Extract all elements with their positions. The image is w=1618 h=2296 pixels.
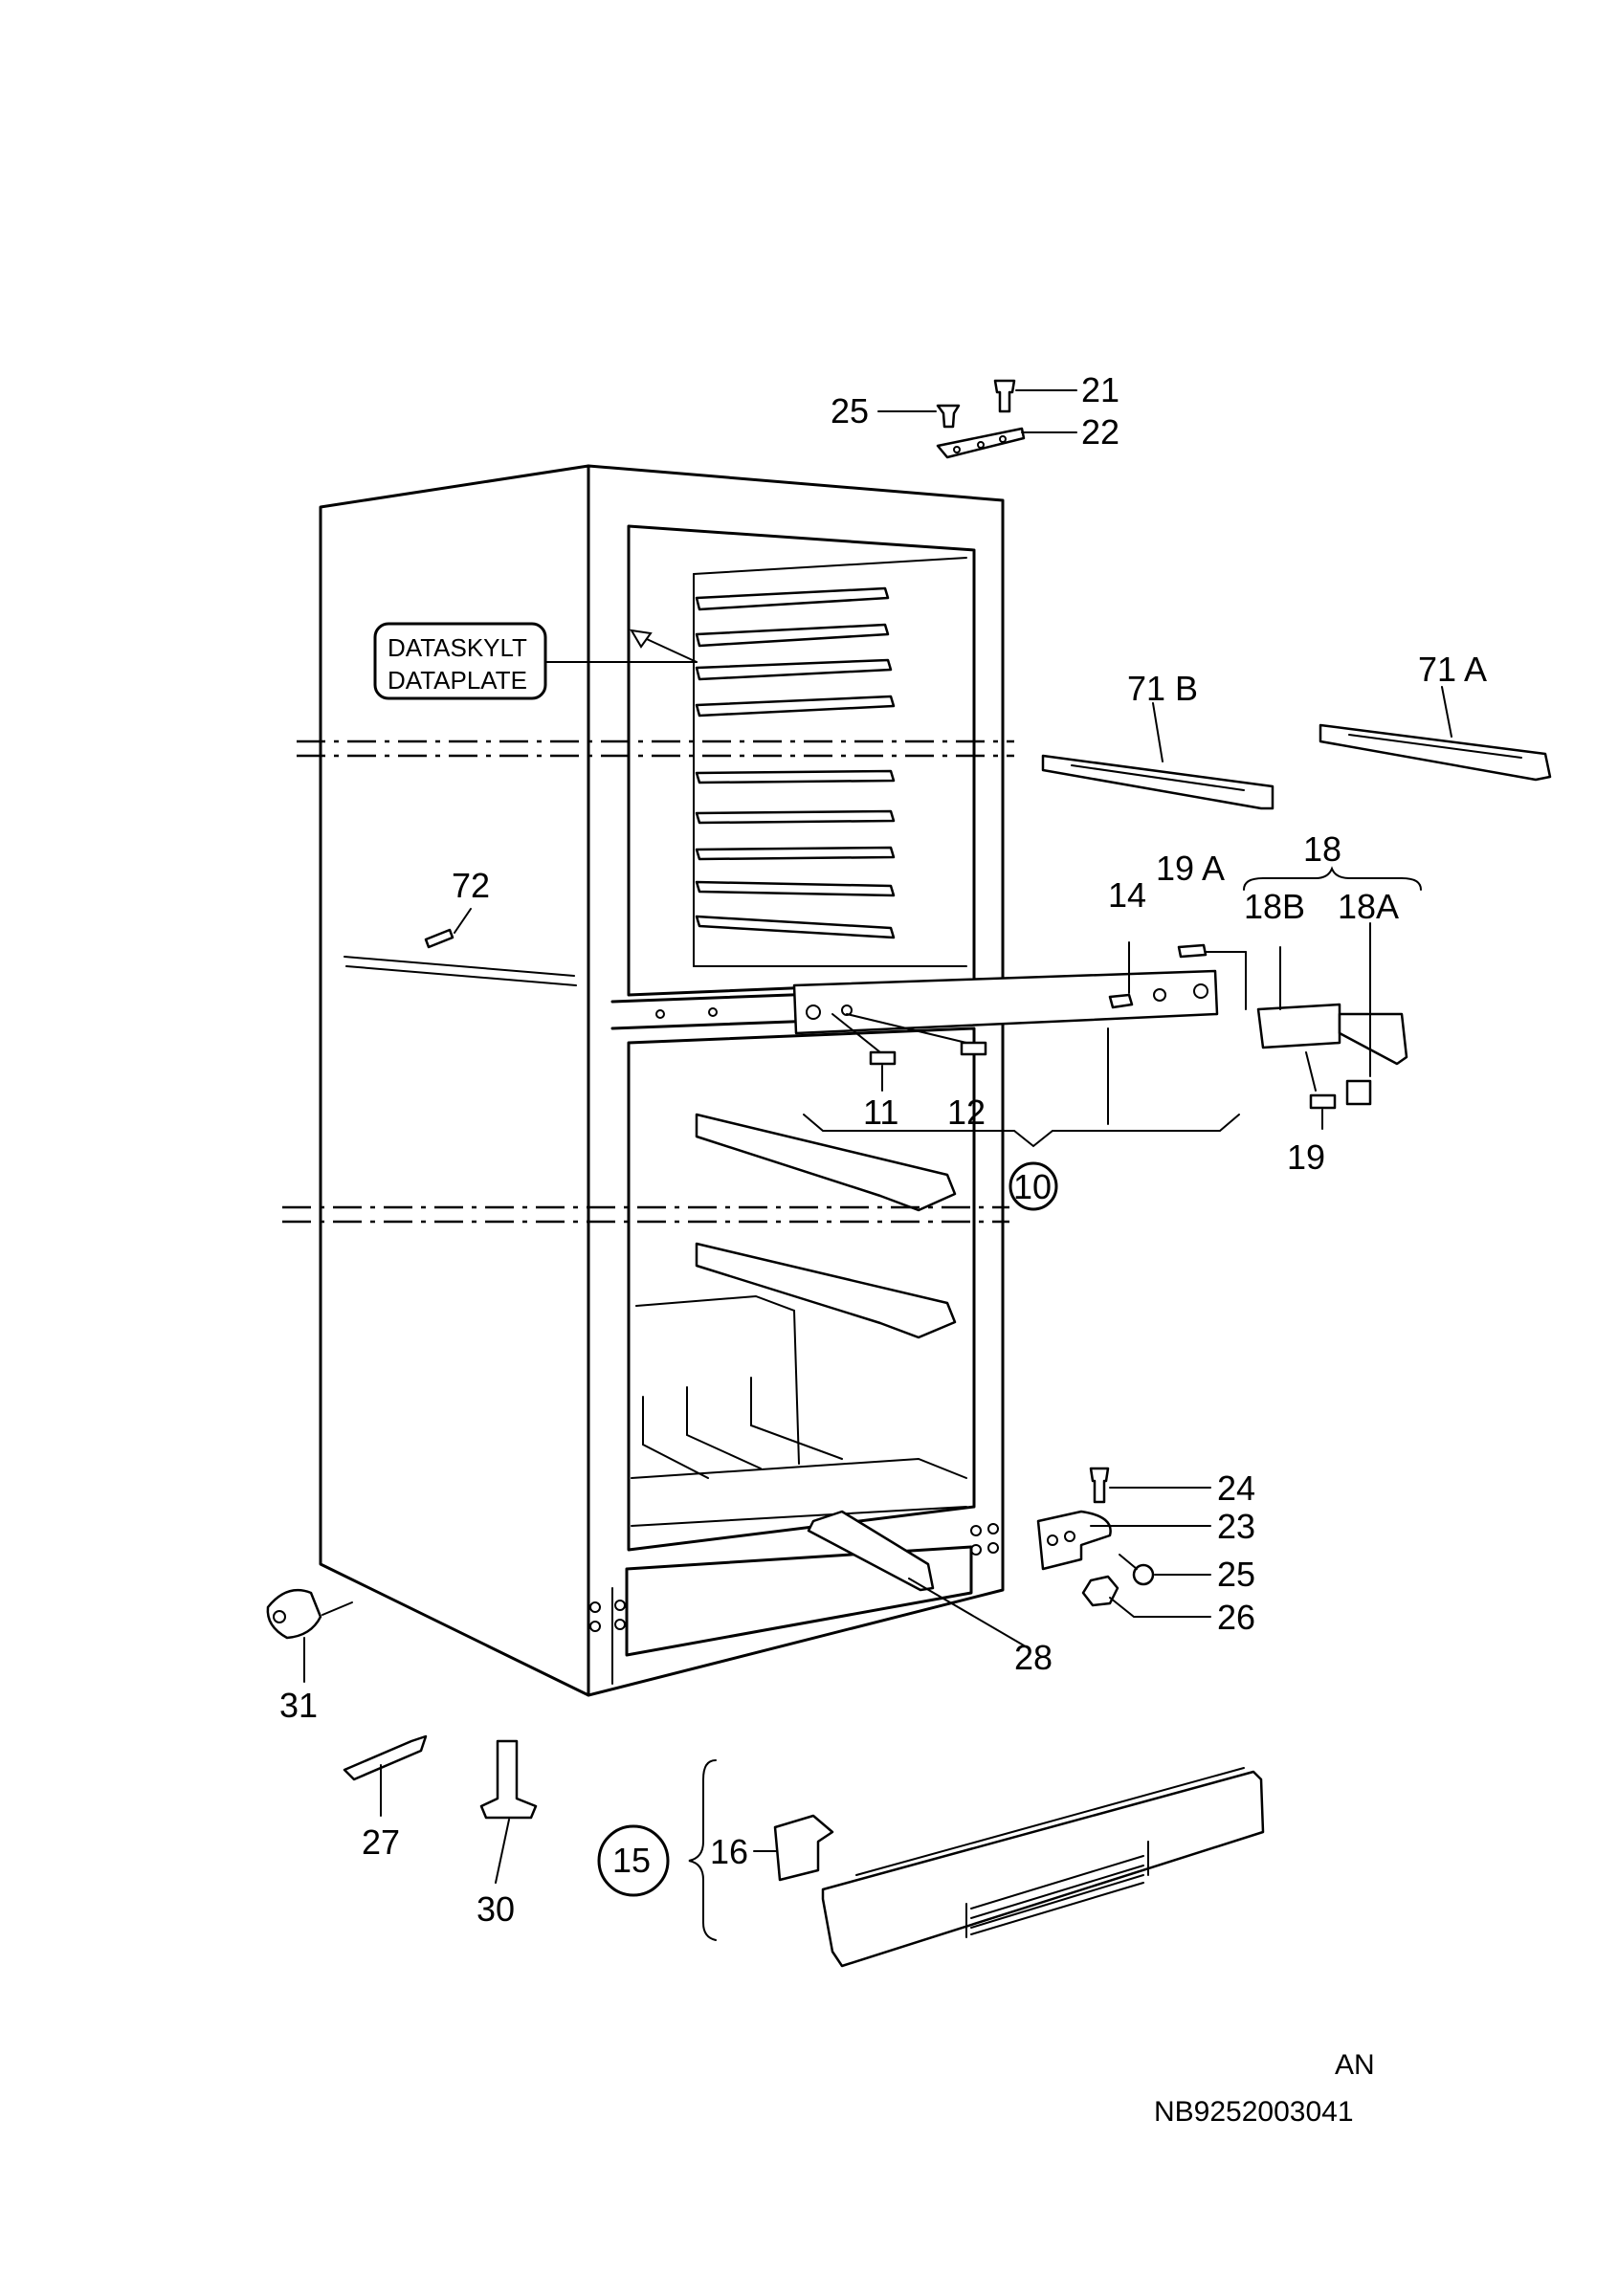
callout-14: 14 <box>1108 875 1146 915</box>
callout-28: 28 <box>1014 1638 1053 1677</box>
callout-23: 23 <box>1217 1507 1255 1546</box>
kick-plate <box>821 1770 1265 1968</box>
hinge-18-group: 14 19 A 18 18B 18A 19 <box>1108 829 1422 1177</box>
callout-71a: 71 A <box>1418 650 1487 689</box>
callout-25-bottom: 25 <box>1217 1555 1255 1594</box>
bottom-hinge-group: 24 23 25 26 <box>1036 1467 1255 1637</box>
refrigerator-cabinet <box>319 464 1005 1697</box>
clip-16 <box>773 1814 834 1882</box>
handle-assembly-group: 11 12 10 <box>792 969 1240 1211</box>
footer: AN NB9252003041 <box>1154 2049 1375 2128</box>
hinge-pin-21 <box>993 379 1016 413</box>
pin-24 <box>1089 1467 1110 1504</box>
hinge-18b <box>1256 1003 1341 1049</box>
label-line2: DATAPLATE <box>388 666 527 695</box>
hinge-23 <box>1036 1510 1112 1571</box>
callout-19a: 19 A <box>1156 849 1225 888</box>
label-line1: DATASKYLT <box>388 633 527 662</box>
screw-11 <box>869 1050 897 1066</box>
callout-72: 72 <box>452 866 490 905</box>
upper-shelf-rails <box>695 586 896 939</box>
screw-19a <box>1177 943 1208 959</box>
callout-22: 22 <box>1081 412 1119 452</box>
screw-72-group: 72 <box>424 866 490 949</box>
callout-26: 26 <box>1217 1598 1255 1637</box>
hinge-cap <box>1345 1079 1372 1106</box>
callout-31: 31 <box>279 1686 318 1725</box>
data-plate-label: DATASKYLT DATAPLATE <box>373 622 698 700</box>
rail-71b <box>1041 754 1274 810</box>
callout-30: 30 <box>477 1889 515 1929</box>
wrench-27 <box>343 1734 428 1781</box>
slide-rails-group: 71 B 71 A <box>1041 650 1552 810</box>
callout-11: 11 <box>863 1093 898 1132</box>
drain-channel-28 <box>807 1510 935 1592</box>
separation-lines <box>282 740 1014 1224</box>
callout-19: 19 <box>1287 1137 1325 1177</box>
kickplate-15-group: 15 16 <box>597 1759 1265 1968</box>
variant-code: AN <box>1335 2049 1375 2081</box>
handle-bar-10 <box>792 969 1219 1035</box>
screw-25-bottom <box>1132 1563 1155 1586</box>
screw-72 <box>424 928 454 949</box>
callout-24: 24 <box>1217 1468 1255 1508</box>
nut-26 <box>1081 1575 1119 1607</box>
callout-18b: 18B <box>1244 887 1305 926</box>
screw-25-top <box>936 404 961 429</box>
callout-71b: 71 B <box>1127 669 1198 708</box>
callout-15: 15 <box>612 1841 651 1880</box>
callout-12: 12 <box>947 1093 986 1132</box>
leveling-foot-30 <box>479 1739 538 1820</box>
callout-18: 18 <box>1303 829 1341 869</box>
document-number: NB9252003041 <box>1154 2096 1354 2128</box>
callout-27: 27 <box>362 1822 400 1862</box>
foot-31 <box>266 1588 322 1640</box>
top-hinge-group: 21 22 25 <box>831 370 1119 459</box>
screw-12 <box>960 1041 987 1056</box>
callout-21: 21 <box>1081 370 1119 409</box>
drain-channel-28-group: 28 <box>807 1510 1053 1677</box>
callout-25-top: 25 <box>831 391 869 430</box>
callout-16: 16 <box>710 1832 748 1871</box>
loose-parts-group: 31 27 30 <box>266 1588 538 1929</box>
screw-14 <box>1108 993 1134 1009</box>
screw-19 <box>1309 1093 1337 1110</box>
lower-shelf-rails <box>695 1113 957 1339</box>
hinge-18a <box>1338 1012 1408 1066</box>
callout-10: 10 <box>1013 1167 1052 1206</box>
callout-18a: 18A <box>1338 887 1399 926</box>
rail-71a <box>1319 723 1552 782</box>
